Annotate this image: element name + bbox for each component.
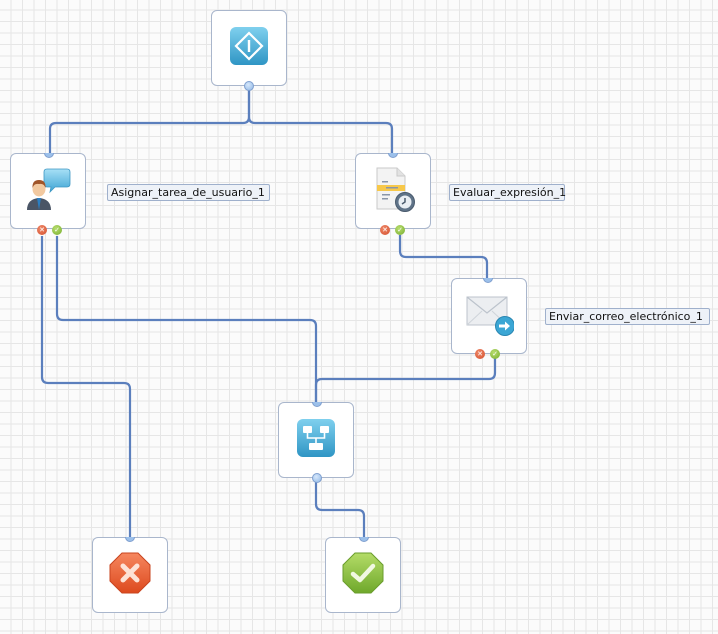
wire-start-to-evaluate: [247, 90, 394, 154]
email-error-port[interactable]: ✕: [475, 349, 485, 359]
email-success-port[interactable]: ✓: [490, 349, 500, 359]
send-email-node[interactable]: ✕ ✓: [451, 278, 527, 359]
assign-user-task-label[interactable]: Asignar_tarea_de_usuario_1: [107, 184, 270, 201]
send-email-label[interactable]: Enviar_correo_electrónico_1: [545, 308, 710, 325]
start-node[interactable]: [211, 10, 287, 91]
wire-evaluate-success-to-email: [398, 235, 489, 278]
hierarchy-icon: [296, 418, 336, 462]
evaluate-expression-label[interactable]: Evaluar_expresión_1: [449, 184, 566, 201]
assign-error-port[interactable]: ✕: [37, 225, 47, 235]
email-input-port[interactable]: [483, 278, 493, 283]
error-octagon-icon: [109, 552, 151, 598]
wire-email-success-to-merge: [314, 358, 497, 403]
start-diamond-icon: [229, 26, 269, 70]
wire-merge-to-end-success: [314, 477, 366, 537]
evaluate-error-port[interactable]: ✕: [380, 225, 390, 235]
success-octagon-icon: [342, 552, 384, 598]
evaluate-success-port[interactable]: ✓: [395, 225, 405, 235]
assign-success-port[interactable]: ✓: [52, 225, 62, 235]
user-chat-icon: [25, 167, 71, 215]
evaluate-input-port[interactable]: [388, 153, 398, 158]
envelope-arrow-icon: [464, 291, 515, 341]
assign-input-port[interactable]: [44, 153, 54, 158]
end-success-node[interactable]: [325, 537, 401, 613]
end-success-input-port[interactable]: [359, 537, 369, 542]
start-output-port[interactable]: [244, 81, 254, 91]
merge-output-port[interactable]: [312, 473, 322, 483]
merge-input-port[interactable]: [312, 402, 322, 407]
wire-assign-error-to-end-error: [40, 236, 132, 537]
end-error-input-port[interactable]: [125, 537, 135, 542]
merge-node[interactable]: [278, 402, 354, 483]
end-error-node[interactable]: [92, 537, 168, 613]
evaluate-expression-node[interactable]: ✕ ✓: [355, 153, 431, 235]
document-clock-icon: [369, 165, 417, 217]
wire-start-to-assign: [48, 90, 251, 154]
assign-user-task-node[interactable]: ✕ ✓: [10, 153, 86, 235]
wire-assign-success-to-merge: [55, 236, 318, 403]
